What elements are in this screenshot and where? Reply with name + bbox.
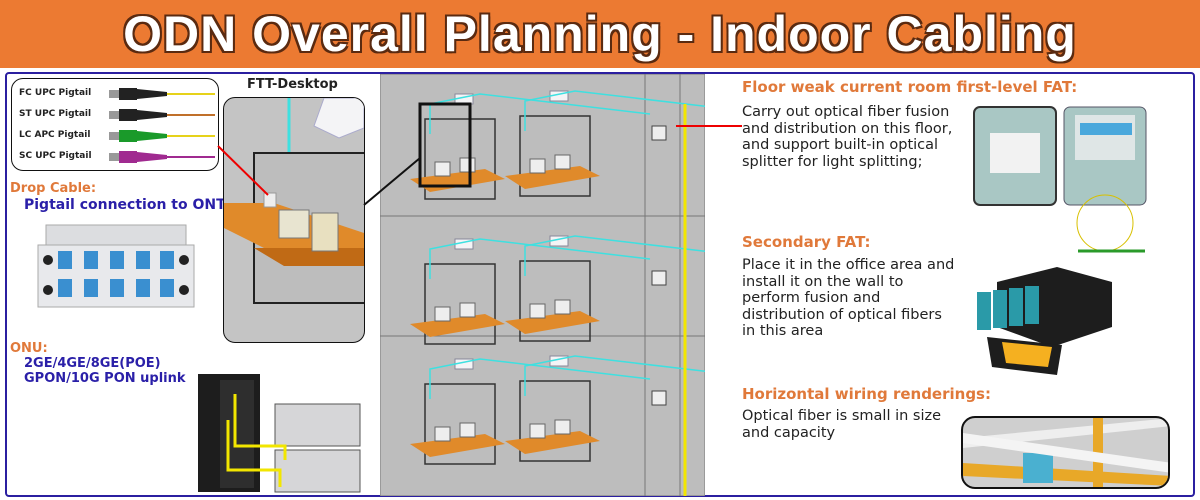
fat-pointer-line xyxy=(676,125,742,127)
pigtail-item: FC UPC Pigtail xyxy=(12,85,218,103)
section-heading-first-level-fat: Floor weak current room first-level FAT: xyxy=(742,78,1078,96)
drop-cable-heading: Drop Cable: xyxy=(10,181,97,196)
onu-line-1: 2GE/4GE/8GE(POE) xyxy=(24,356,161,371)
secondary-fat-image xyxy=(977,267,1112,375)
zoom-callout-lines xyxy=(363,157,421,206)
pigtail-connector-icon xyxy=(109,151,215,163)
section-text-secondary-fat: Place it in the office area and install … xyxy=(742,257,955,339)
page-title: ODN Overall Planning - Indoor Cabling xyxy=(123,6,1077,62)
pigtail-connector-icon xyxy=(109,130,215,142)
pigtail-label: FC UPC Pigtail xyxy=(19,88,92,98)
pigtail-item: LC APC Pigtail xyxy=(12,127,218,145)
fiber-splitter-box-image xyxy=(37,224,195,308)
pigtail-connector-icon xyxy=(109,109,215,121)
pigtail-legend: FC UPC Pigtail ST UPC Pigtail LC APC Pigta… xyxy=(11,78,219,171)
section-text-horizontal-wiring: Optical fiber is small in size and capac… xyxy=(742,408,942,441)
building-cross-section xyxy=(380,74,705,496)
onu-description: 2GE/4GE/8GE(POE) GPON/10G PON uplink xyxy=(24,356,186,386)
pigtail-item: ST UPC Pigtail xyxy=(12,106,218,124)
horizontal-wiring-image xyxy=(961,416,1170,489)
section-text-first-level-fat: Carry out optical fiber fusion and distr… xyxy=(742,104,953,170)
pigtail-label: ST UPC Pigtail xyxy=(19,109,92,119)
onu-line-2: GPON/10G PON uplink xyxy=(24,371,186,386)
onu-rack-image xyxy=(198,374,361,493)
header-banner: ODN Overall Planning - Indoor Cabling xyxy=(0,0,1200,68)
fat-box-image xyxy=(973,106,1147,253)
pigtail-connector-icon xyxy=(109,88,215,100)
section-heading-horizontal-wiring: Horizontal wiring renderings: xyxy=(742,385,991,403)
ftt-desktop-detail xyxy=(223,97,365,343)
ftt-desktop-label: FTT-Desktop xyxy=(247,77,338,92)
section-heading-secondary-fat: Secondary FAT: xyxy=(742,233,871,251)
pigtail-label: SC UPC Pigtail xyxy=(19,151,92,161)
drop-cable-description: Pigtail connection to ONT xyxy=(24,197,226,213)
onu-heading: ONU: xyxy=(10,341,48,356)
pigtail-label: LC APC Pigtail xyxy=(19,130,91,140)
content-frame xyxy=(5,72,1195,497)
connector-lines xyxy=(217,145,269,196)
pigtail-item: SC UPC Pigtail xyxy=(12,148,218,166)
